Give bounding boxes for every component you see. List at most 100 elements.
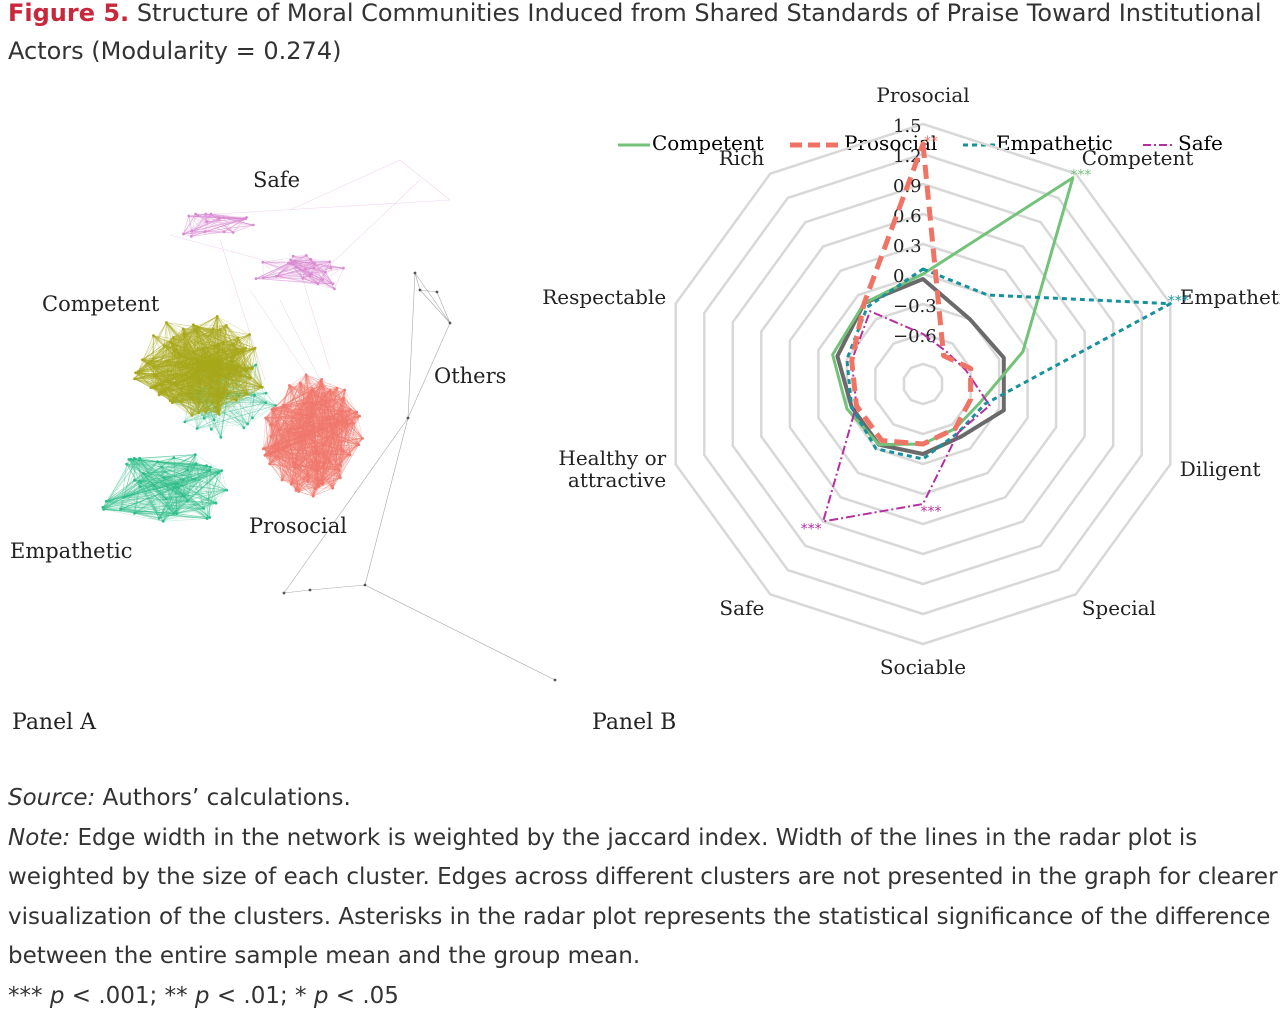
radar-significance-marker: *** — [1070, 168, 1091, 184]
network-cluster-prosocial — [262, 374, 364, 498]
network-node — [252, 224, 255, 227]
network-node — [182, 332, 185, 335]
network-node — [182, 328, 185, 331]
network-node — [210, 428, 213, 431]
network-node — [171, 401, 174, 404]
network-cluster-empathetic — [101, 453, 228, 522]
network-node — [251, 367, 254, 370]
network-node — [142, 472, 145, 475]
network-node — [105, 500, 108, 503]
network-node — [293, 433, 296, 436]
network-node — [183, 495, 186, 498]
network-node — [232, 231, 235, 234]
network-node — [220, 436, 223, 439]
network-node — [254, 347, 257, 350]
network-node — [289, 259, 292, 262]
network-node — [205, 464, 208, 467]
radar-axis-label: Respectable — [542, 285, 666, 309]
network-node — [407, 417, 410, 420]
network-node — [129, 458, 132, 461]
radar-axis-label: Empathetic — [1180, 285, 1280, 309]
network-node — [194, 453, 197, 456]
network-node — [122, 496, 125, 499]
network-node — [217, 343, 220, 346]
panel-b-label: Panel B — [592, 710, 676, 735]
network-node — [251, 417, 254, 420]
figure-canvas: Safe Competent Others Empathetic Prosoci… — [0, 0, 1280, 775]
network-node — [346, 422, 349, 425]
network-node — [232, 343, 235, 346]
radar-axis-label: Safe — [719, 596, 764, 620]
network-node — [343, 389, 346, 392]
network-node — [264, 417, 267, 420]
network-node — [195, 462, 198, 465]
network-node — [163, 344, 166, 347]
network-node — [225, 391, 228, 394]
network-node — [175, 512, 178, 515]
network-node — [328, 260, 331, 263]
network-node — [212, 374, 215, 377]
network-node — [301, 277, 304, 280]
network-node — [172, 336, 175, 339]
sig-key-3: < .01; * — [210, 983, 314, 1009]
network-node — [436, 291, 439, 294]
network-cluster-safe-main — [255, 254, 345, 290]
radar-chart: 1.51.20.90.60.30−0.3−0.6ProsocialCompete… — [542, 83, 1280, 679]
network-node — [210, 213, 213, 216]
network-node — [320, 378, 323, 381]
network-node — [319, 424, 322, 427]
network-node — [237, 336, 240, 339]
network-node — [299, 434, 302, 437]
network-node — [281, 479, 284, 482]
network-node — [357, 443, 360, 446]
network-node — [218, 375, 221, 378]
network-cluster-safe-top — [182, 213, 255, 238]
network-node — [193, 328, 196, 331]
network-node — [269, 435, 272, 438]
network-node — [333, 287, 336, 290]
network-node — [332, 282, 335, 285]
sig-key-1: *** — [8, 983, 50, 1009]
network-node — [271, 451, 274, 454]
network-node — [213, 419, 216, 422]
radar-grid-ring — [790, 244, 1056, 524]
network-node — [282, 448, 285, 451]
network-node — [244, 347, 247, 350]
network-node — [294, 259, 297, 262]
network-node — [165, 497, 168, 500]
network-node — [322, 466, 325, 469]
network-node — [205, 220, 208, 223]
network-node — [293, 462, 296, 465]
network-node — [119, 508, 122, 511]
network-node — [309, 589, 312, 592]
network-node — [137, 370, 140, 373]
network-node — [198, 402, 201, 405]
network-node — [187, 215, 190, 218]
network-node — [216, 403, 219, 406]
figure-notes: Source: Authors’ calculations. Note: Edg… — [8, 779, 1280, 1016]
network-node — [272, 446, 275, 449]
network-node — [295, 266, 298, 269]
network-node — [208, 469, 211, 472]
network-node — [197, 382, 200, 385]
network-node — [282, 404, 285, 407]
network-node — [196, 325, 199, 328]
network-node — [245, 216, 248, 219]
network-node — [299, 382, 302, 385]
network-node — [191, 398, 194, 401]
network-node — [165, 321, 168, 324]
network-node — [337, 434, 340, 437]
network-node — [342, 267, 345, 270]
network-node — [134, 371, 137, 374]
sig-key-4: < .05 — [328, 983, 398, 1009]
network-node — [308, 434, 311, 437]
network-node — [297, 490, 300, 493]
network-node — [313, 262, 316, 265]
network-node — [206, 517, 209, 520]
network-node — [204, 411, 207, 414]
network-node — [133, 479, 136, 482]
network-node — [191, 376, 194, 379]
network-node — [419, 289, 422, 292]
network-node — [191, 414, 194, 417]
network-node — [318, 485, 321, 488]
